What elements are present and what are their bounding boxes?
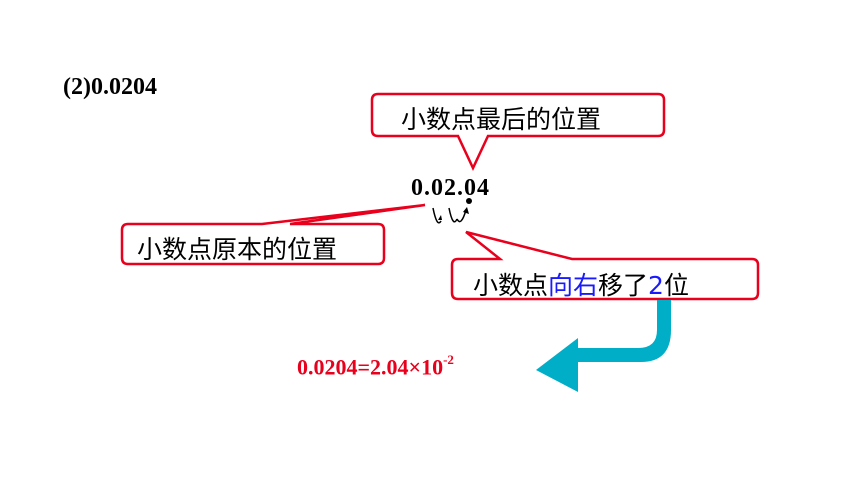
moved-middle: 移了 [598, 271, 649, 300]
callout-moved-label: 小数点向右移了2位 [473, 266, 689, 302]
formula-exponent: -2 [443, 352, 454, 367]
moved-suffix: 位 [663, 271, 689, 300]
callout-original-position-label: 小数点原本的位置 [137, 235, 338, 264]
moved-direction: 向右 [548, 271, 599, 300]
hop-arrowhead-2 [463, 207, 469, 214]
callout-final-position-box [370, 92, 666, 171]
decimal-dot-new [466, 198, 472, 204]
result-formula: 0.0204=2.04×10-2 [297, 352, 454, 380]
number-display: 0.02.04 [411, 175, 490, 201]
callout-moved-box [450, 230, 760, 301]
moved-count: 2 [648, 271, 664, 300]
callout-original-position-box [120, 203, 426, 266]
problem-title: (2)0.0204 [63, 74, 157, 100]
result-arrow [536, 300, 671, 392]
moved-prefix: 小数点 [473, 271, 549, 300]
callout-final-position-label: 小数点最后的位置 [401, 105, 602, 134]
hop-arrow-1 [432, 207, 442, 224]
hop-arrowhead-1 [438, 215, 442, 220]
formula-main: 0.0204=2.04×10 [297, 354, 444, 380]
hop-arrow-2 [448, 207, 458, 223]
